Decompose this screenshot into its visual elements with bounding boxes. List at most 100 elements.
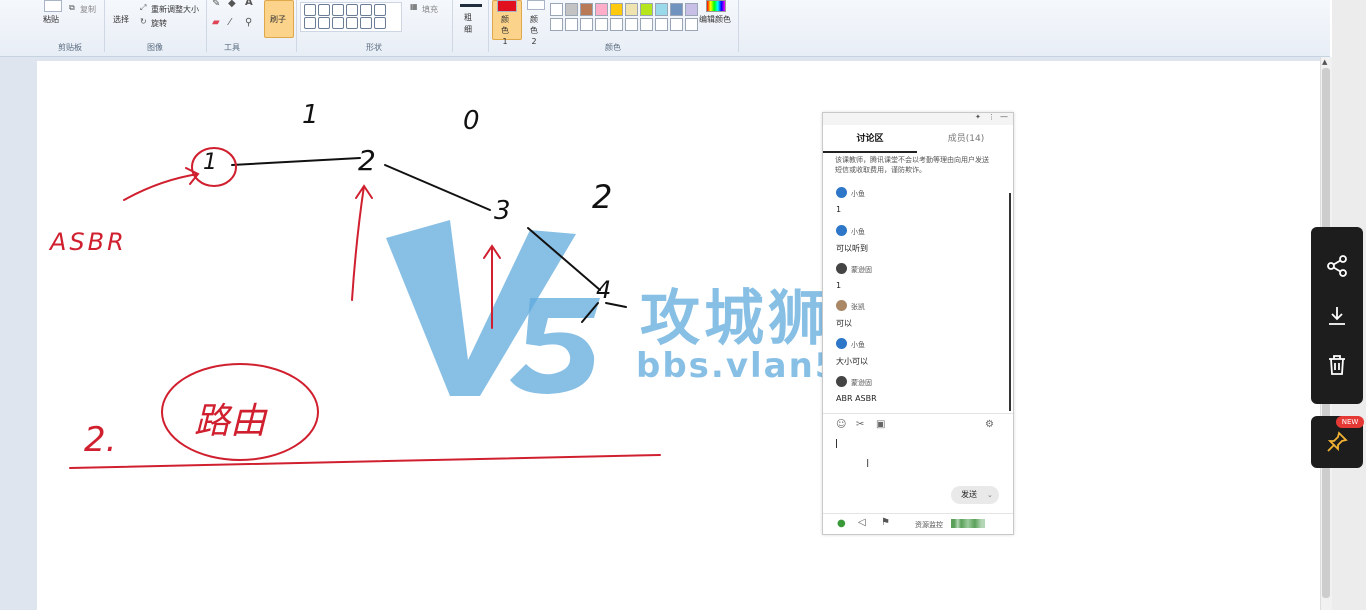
shape-pentagon[interactable] bbox=[332, 4, 344, 16]
shape-down-arrow[interactable] bbox=[304, 17, 316, 29]
color2-swatch[interactable] bbox=[527, 0, 545, 10]
pin-icon[interactable]: ✦ bbox=[975, 113, 981, 121]
panel-titlebar bbox=[823, 113, 1013, 125]
drawing-canvas[interactable] bbox=[37, 61, 1320, 610]
mic-icon[interactable]: ● bbox=[837, 518, 846, 529]
palette-swatch[interactable] bbox=[595, 3, 608, 16]
edit-colors-icon[interactable] bbox=[706, 0, 726, 12]
separator bbox=[738, 0, 739, 52]
fill-bucket-icon[interactable]: ▦ bbox=[410, 2, 418, 11]
copy-icon[interactable]: ⧉ bbox=[69, 3, 75, 12]
shape-triangle[interactable] bbox=[304, 4, 316, 16]
download-icon[interactable] bbox=[1325, 304, 1349, 328]
share-icon[interactable] bbox=[1325, 254, 1349, 278]
trash-icon[interactable] bbox=[1325, 353, 1349, 377]
size-line-icon[interactable] bbox=[460, 4, 482, 7]
palette-swatch-empty[interactable] bbox=[655, 18, 668, 31]
picker-icon[interactable]: ⁄ bbox=[229, 17, 231, 28]
area-1-label: 1 bbox=[302, 100, 319, 130]
scissors-icon[interactable]: ✂ bbox=[856, 419, 865, 430]
palette-swatch[interactable] bbox=[550, 3, 563, 16]
palette-swatch[interactable] bbox=[565, 3, 578, 16]
brush-button[interactable] bbox=[264, 0, 294, 38]
copy-label[interactable]: 复制 bbox=[80, 5, 96, 14]
rotate-icon[interactable]: ↻ bbox=[140, 17, 147, 26]
message-list[interactable]: 该课教师，腾讯课堂不会以考勤等理由向用户发送短信或收取费用，谨防欺诈。 小鱼 1… bbox=[823, 153, 1009, 411]
shape-six-star[interactable] bbox=[346, 17, 358, 29]
color2-label[interactable]: 颜色 2 bbox=[530, 15, 538, 46]
message-text: 可以听到 bbox=[836, 244, 868, 253]
palette-swatch-empty[interactable] bbox=[610, 18, 623, 31]
palette-swatch[interactable] bbox=[580, 3, 593, 16]
colors-group-label: 颜色 bbox=[605, 43, 621, 52]
asbr-label: ASBR bbox=[50, 228, 127, 256]
chat-scrollbar[interactable] bbox=[1009, 193, 1011, 411]
palette-swatch-empty[interactable] bbox=[640, 18, 653, 31]
pushpin-icon[interactable] bbox=[1325, 430, 1349, 454]
rotate-label[interactable]: 旋转 bbox=[151, 19, 167, 28]
magnifier-icon[interactable]: ⚲ bbox=[245, 17, 253, 28]
new-badge: NEW bbox=[1336, 416, 1364, 428]
send-dropdown-icon[interactable]: ⌄ bbox=[987, 491, 993, 499]
text-icon[interactable]: A bbox=[245, 0, 253, 8]
resource-monitor-label[interactable]: 资源监控 bbox=[915, 521, 943, 529]
step-label: 2. bbox=[84, 420, 117, 460]
palette-swatch[interactable] bbox=[610, 3, 623, 16]
tab-discussion[interactable]: 讨论区 bbox=[823, 127, 917, 153]
notice-text: 该课教师，腾讯课堂不会以考勤等理由向用户发送短信或收取费用，谨防欺诈。 bbox=[835, 156, 989, 174]
message-input[interactable] bbox=[831, 435, 1003, 481]
palette-swatch-empty[interactable] bbox=[565, 18, 578, 31]
pencil-icon[interactable]: ✎ bbox=[212, 0, 221, 9]
brush-label[interactable]: 刷子 bbox=[270, 15, 286, 24]
shape-left-arrow[interactable] bbox=[360, 4, 372, 16]
palette-swatch[interactable] bbox=[685, 3, 698, 16]
paste-label[interactable]: 粘贴 bbox=[43, 15, 59, 24]
tab-members[interactable]: 成员(14) bbox=[947, 134, 985, 144]
speaker-icon[interactable]: ◁ bbox=[858, 517, 866, 528]
shape-diamond[interactable] bbox=[318, 4, 330, 16]
palette-swatch-empty[interactable] bbox=[670, 18, 683, 31]
palette-swatch-empty[interactable] bbox=[685, 18, 698, 31]
image-icon[interactable]: ▣ bbox=[876, 419, 886, 430]
ribbon-toolbar: 粘贴 ⧉ 复制 剪贴板 选择 ⤢ 重新调整大小 ↻ 旋转 图像 ✎ ◆ A ▰ … bbox=[0, 0, 1330, 57]
asbr-arrow bbox=[123, 167, 200, 201]
shape-five-star[interactable] bbox=[332, 17, 344, 29]
palette-swatch-empty[interactable] bbox=[580, 18, 593, 31]
resize-label[interactable]: 重新调整大小 bbox=[151, 5, 199, 14]
palette-swatch[interactable] bbox=[625, 3, 638, 16]
palette-swatch-empty[interactable] bbox=[550, 18, 563, 31]
select-label[interactable]: 选择 bbox=[113, 15, 129, 24]
more-icon[interactable]: ⋮ bbox=[988, 113, 995, 121]
clipboard-group-label: 剪贴板 bbox=[58, 43, 82, 52]
shape-callout[interactable] bbox=[360, 17, 372, 29]
resize-icon[interactable]: ⤢ bbox=[140, 3, 147, 12]
fill-icon[interactable]: ◆ bbox=[228, 0, 236, 9]
settings-icon[interactable]: ⚙ bbox=[985, 419, 994, 430]
flag-icon[interactable]: ⚑ bbox=[881, 517, 890, 528]
message-author: 蒙逊固 bbox=[851, 379, 872, 387]
palette-swatch-empty[interactable] bbox=[595, 18, 608, 31]
node-4-label: 4 bbox=[596, 276, 612, 304]
shape-four-star[interactable] bbox=[318, 17, 330, 29]
palette-swatch[interactable] bbox=[640, 3, 653, 16]
scroll-up-arrow-icon[interactable]: ▲ bbox=[1322, 58, 1328, 66]
palette-swatch-empty[interactable] bbox=[625, 18, 638, 31]
shape-up-arrow[interactable] bbox=[374, 4, 386, 16]
node-1-label: 1 bbox=[203, 150, 217, 175]
avatar bbox=[836, 263, 847, 274]
shape-hexagon[interactable] bbox=[346, 4, 358, 16]
color1-label[interactable]: 颜色 1 bbox=[501, 15, 509, 46]
edit-colors-label[interactable]: 编辑颜色 bbox=[699, 15, 731, 24]
emoji-icon[interactable]: ☺ bbox=[836, 419, 847, 430]
eraser-icon[interactable]: ▰ bbox=[212, 17, 220, 28]
message-author: 小鱼 bbox=[851, 190, 865, 198]
shape-cloud[interactable] bbox=[374, 17, 386, 29]
minimize-icon[interactable]: — bbox=[1000, 112, 1008, 121]
fill-label[interactable]: 填充 bbox=[422, 5, 438, 14]
palette-swatch[interactable] bbox=[655, 3, 668, 16]
send-button[interactable]: 发送 ⌄ bbox=[951, 486, 999, 504]
paste-button[interactable] bbox=[44, 0, 62, 12]
size-label[interactable]: 粗细 bbox=[464, 13, 472, 34]
palette-swatch[interactable] bbox=[670, 3, 683, 16]
side-dock bbox=[1311, 227, 1363, 404]
